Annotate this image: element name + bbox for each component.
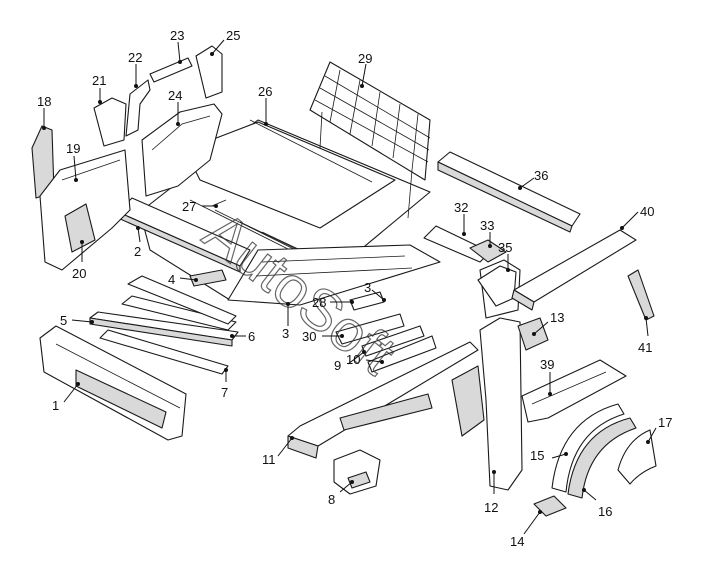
callout-35: 35 <box>498 240 512 255</box>
corner-bracket-25 <box>195 45 223 99</box>
wheel-arch-inner <box>567 417 637 499</box>
rail-40 <box>511 229 637 311</box>
pillar-bracket-22 <box>125 79 151 137</box>
callout-30: 30 <box>302 329 316 344</box>
callout-15: 15 <box>530 448 544 463</box>
rail-36 <box>437 151 581 233</box>
plate-30 <box>335 313 405 345</box>
callout-5: 5 <box>60 313 67 328</box>
callout-39: 39 <box>540 357 554 372</box>
callout-9: 9 <box>334 358 341 373</box>
callout-2: 2 <box>134 244 141 259</box>
callout-22: 22 <box>128 50 142 65</box>
callout-29: 29 <box>358 51 372 66</box>
sill-39 <box>521 359 627 423</box>
pillar-bracket-21 <box>93 97 127 147</box>
callout-4: 4 <box>168 272 175 287</box>
callout-13: 13 <box>550 310 564 325</box>
callout-24: 24 <box>168 88 182 103</box>
callout-40: 40 <box>640 204 654 219</box>
callout-16: 16 <box>598 504 612 519</box>
callout-27: 27 <box>182 199 196 214</box>
callout-14: 14 <box>510 534 524 549</box>
callout-23: 23 <box>170 28 184 43</box>
floor-cover-plate <box>117 197 251 273</box>
callouts: 1 2 3 3 4 5 6 7 8 9 10 11 12 <box>37 28 672 549</box>
callout-3b: 3 <box>364 280 371 295</box>
callout-19: 19 <box>66 141 80 156</box>
bracket-8 <box>333 449 381 495</box>
plate-10 <box>367 335 437 373</box>
callout-26: 26 <box>258 84 272 99</box>
rear-bumper-support <box>39 325 187 441</box>
callout-7: 7 <box>221 385 228 400</box>
callout-1: 1 <box>52 398 59 413</box>
callout-41: 41 <box>638 340 652 355</box>
luggage-net <box>309 61 431 219</box>
floor-patch-4 <box>189 269 227 287</box>
left-side-pillar-trim <box>31 125 55 199</box>
crossmember-7 <box>99 329 229 375</box>
callout-12: 12 <box>484 500 498 515</box>
pillar-bracket-35 <box>477 265 517 307</box>
callout-6: 6 <box>248 329 255 344</box>
callout-3: 3 <box>282 326 289 341</box>
callout-33: 33 <box>480 218 494 233</box>
callout-25: 25 <box>226 28 240 43</box>
callout-8: 8 <box>328 492 335 507</box>
callout-10: 10 <box>346 352 360 367</box>
wheel-arch-outer <box>551 403 625 493</box>
callout-18: 18 <box>37 94 51 109</box>
rail-33 <box>469 239 507 263</box>
strip-41 <box>627 269 655 321</box>
callout-36: 36 <box>534 168 548 183</box>
callout-32: 32 <box>454 200 468 215</box>
wheelhouse-inner-panel <box>141 103 223 197</box>
callout-21: 21 <box>92 73 106 88</box>
side-member <box>287 341 479 459</box>
callout-20: 20 <box>72 266 86 281</box>
crossmember-6 <box>121 275 237 331</box>
callout-28: 28 <box>312 295 326 310</box>
callout-17: 17 <box>658 415 672 430</box>
roof-rail-23 <box>149 57 193 83</box>
wheel-arch-liner <box>617 429 657 485</box>
callout-11: 11 <box>262 452 276 467</box>
left-side-panel <box>39 149 131 271</box>
